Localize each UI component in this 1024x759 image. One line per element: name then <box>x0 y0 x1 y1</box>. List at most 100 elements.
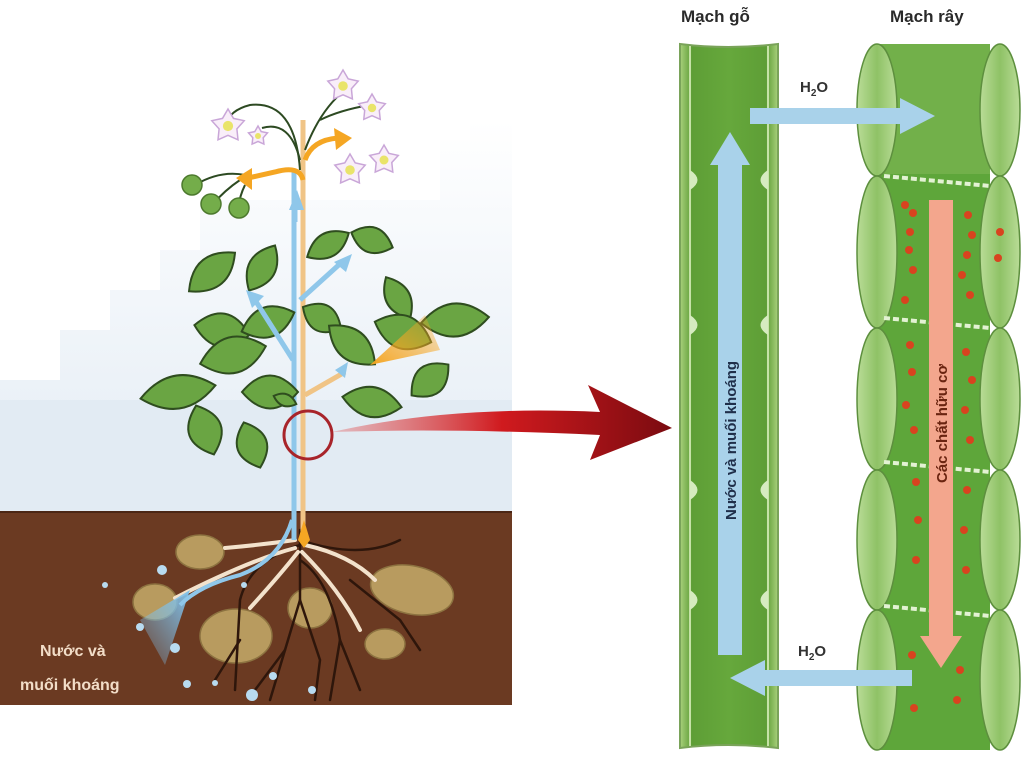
water-to-left-leaves-arrowhead <box>246 290 264 308</box>
organic-dot <box>912 478 920 486</box>
flower-center <box>255 133 261 139</box>
sap-to-fruit-arrowhead <box>236 168 252 190</box>
xylem-flow-arrowhead <box>710 132 750 165</box>
sap-to-fruit <box>247 167 306 181</box>
organic-dot <box>962 566 970 574</box>
companion-cell <box>979 327 1021 471</box>
h2o-base: H <box>798 643 809 660</box>
flower <box>368 143 400 174</box>
leaf <box>187 251 237 293</box>
xylem-pits <box>690 170 768 610</box>
fruit <box>228 197 250 219</box>
organic-dot <box>966 436 974 444</box>
leaf <box>187 404 223 456</box>
xylem-pit <box>690 170 698 190</box>
water-to-left-leaves <box>252 298 296 362</box>
organic-dot <box>964 211 972 219</box>
water-uptake-spray <box>140 590 190 665</box>
h2o-bottom: H2O <box>730 643 912 696</box>
stolons <box>173 538 377 632</box>
xylem-pit <box>760 590 768 610</box>
leaf <box>198 335 268 375</box>
phloem-flow-label: Các chất hữu cơ <box>934 364 951 483</box>
leaf <box>305 230 351 260</box>
organic-dot <box>914 516 922 524</box>
flower-center <box>345 165 355 175</box>
companion-cell <box>856 327 898 471</box>
water-to-right-leaves-arrowhead <box>334 254 352 272</box>
h2o-top-arrowhead <box>900 98 935 134</box>
leaf <box>245 244 279 292</box>
zoom-arrow <box>332 385 672 460</box>
h2o-bottom-arrow-shaft <box>762 670 912 686</box>
phloem-flow-arrow-shaft <box>929 200 953 640</box>
leaf <box>410 362 450 398</box>
tuber <box>369 564 455 616</box>
fruit <box>200 193 222 215</box>
phloem-title: Mạch rây <box>890 7 964 26</box>
companion-cell <box>856 175 898 329</box>
organic-dot <box>906 228 914 236</box>
organic-dot <box>994 254 1002 262</box>
organic-dot <box>910 426 918 434</box>
tuber <box>175 534 225 570</box>
h2o-base: H <box>800 79 811 96</box>
flowers <box>210 68 400 185</box>
organic-dot <box>963 486 971 494</box>
xylem-flow-label: Nước và muối khoáng <box>723 361 740 520</box>
leaf <box>327 324 377 366</box>
organic-dot <box>953 696 961 704</box>
vessel-gap <box>780 44 860 748</box>
water-to-lower-leaf-arrowhead <box>335 362 348 378</box>
organic-dots <box>901 201 1004 712</box>
flower <box>326 68 360 101</box>
leaf <box>350 225 394 255</box>
xylem-pit <box>760 315 768 335</box>
flower <box>247 124 269 146</box>
flower-center <box>367 103 377 113</box>
organic-dot <box>909 209 917 217</box>
xylem-pit <box>760 170 768 190</box>
soil-label-line2: muối khoáng <box>20 677 120 694</box>
organic-dot <box>901 296 909 304</box>
companion-cell <box>856 469 898 611</box>
xylem-pit <box>690 315 698 335</box>
organic-dot <box>968 231 976 239</box>
companion-cell <box>979 609 1021 751</box>
fruit <box>181 174 203 196</box>
flower <box>333 152 367 185</box>
companion-cell <box>979 469 1021 611</box>
organic-dot <box>956 666 964 674</box>
organic-dot <box>910 704 918 712</box>
companion-cell <box>979 175 1021 329</box>
organic-dot <box>912 556 920 564</box>
flower-center <box>338 81 348 91</box>
h2o-sub: 2 <box>809 652 815 663</box>
organic-dot <box>908 368 916 376</box>
leaf <box>235 421 269 469</box>
h2o-tail: O <box>816 79 828 96</box>
h2o-top: H2O <box>750 79 935 134</box>
tuber <box>364 628 406 660</box>
sap-from-leaf-line <box>303 369 347 398</box>
leaf <box>139 374 217 410</box>
h2o-bottom-arrowhead <box>730 660 765 696</box>
organic-dot <box>958 271 966 279</box>
root-water-path <box>178 519 294 607</box>
h2o-top-label: H2O <box>800 79 828 99</box>
organic-dot <box>963 251 971 259</box>
zoom-arrow-shape <box>332 385 672 460</box>
organic-dot <box>996 228 1004 236</box>
companion-cell <box>979 43 1021 177</box>
h2o-bottom-label: H2O <box>798 643 826 663</box>
sap-to-flowers-arrowhead <box>334 128 352 150</box>
organic-dot <box>909 266 917 274</box>
leaf <box>419 302 491 338</box>
sap-down-arrowhead <box>298 520 310 548</box>
water-droplets <box>102 565 316 701</box>
xylem-pit <box>760 480 768 500</box>
flower <box>357 92 387 121</box>
organic-dot <box>960 526 968 534</box>
xylem-pit <box>690 480 698 500</box>
